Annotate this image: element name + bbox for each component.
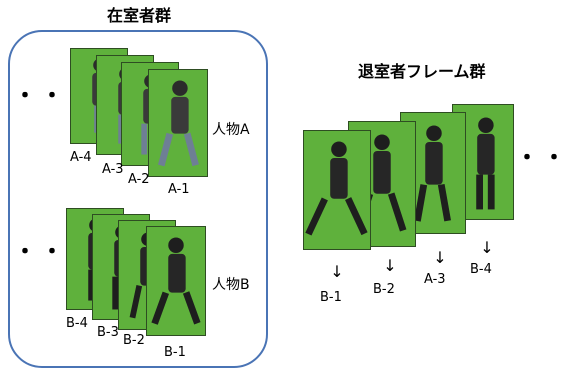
frame-b-1: [146, 226, 206, 336]
label-b-4: B-4: [66, 316, 88, 331]
exit-group-ellipsis: ・・・: [516, 146, 568, 171]
exit-label-2: B-2: [373, 282, 395, 297]
present-group-box: [8, 30, 268, 368]
down-arrow-icon: ↓: [330, 262, 344, 281]
exit-label-4: B-4: [470, 262, 492, 277]
label-b-2: B-2: [123, 333, 145, 348]
label-b-1: B-1: [164, 345, 186, 360]
label-a-2: A-2: [128, 172, 150, 187]
exit-frame-1: [303, 130, 371, 250]
exit-group-title: 退室者フレーム群: [358, 62, 486, 81]
down-arrow-icon: ↓: [383, 256, 397, 275]
person-a-label: 人物A: [212, 122, 250, 138]
frame-a-1: [148, 69, 208, 177]
exit-label-1: B-1: [320, 290, 342, 305]
label-b-3: B-3: [97, 325, 119, 340]
down-arrow-icon: ↓: [480, 238, 494, 257]
down-arrow-icon: ↓: [433, 248, 447, 267]
person-b-label: 人物B: [212, 277, 250, 293]
label-a-3: A-3: [102, 162, 124, 177]
exit-label-3: A-3: [424, 272, 446, 287]
present-group-title: 在室者群: [107, 6, 172, 25]
label-a-4: A-4: [70, 150, 92, 165]
label-a-1: A-1: [168, 182, 190, 197]
